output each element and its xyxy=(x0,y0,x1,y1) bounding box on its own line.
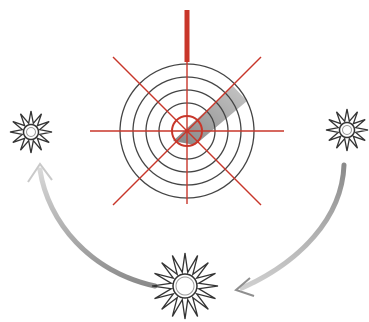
red-crosshair xyxy=(90,57,284,205)
sun-core xyxy=(173,274,197,298)
sun-core xyxy=(340,123,355,138)
bottom-sun-icon xyxy=(152,253,218,319)
right-curved-arrow xyxy=(236,165,344,296)
red-vertical-pointer xyxy=(185,10,190,62)
sun-core xyxy=(24,125,39,140)
left-sun-icon xyxy=(10,111,52,153)
right-sun-icon xyxy=(326,109,368,151)
